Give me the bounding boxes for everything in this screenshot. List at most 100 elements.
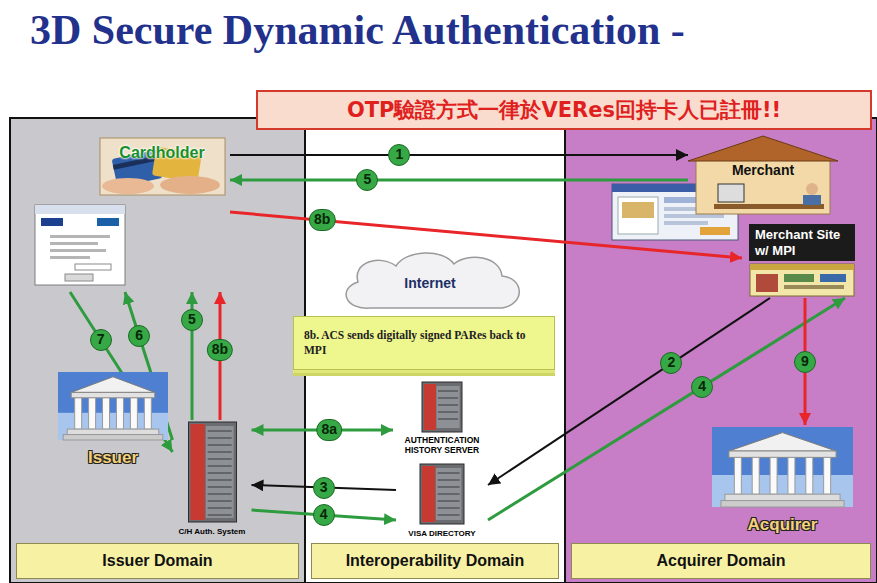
bank-label: Issuer: [88, 448, 138, 468]
site-block: [756, 274, 778, 292]
server-slot: [438, 418, 458, 420]
server-slot: [438, 479, 460, 481]
actor-label: Cardholder: [119, 144, 204, 162]
sky: [712, 475, 853, 507]
server-slot: [207, 465, 231, 467]
server-slot: [207, 514, 231, 516]
server-slot: [438, 472, 460, 474]
site-block: [784, 285, 844, 289]
domain-band: CardholderIssuer C/H Auth. SystemIssuer D…: [10, 118, 305, 583]
bank-building: Acquirer: [705, 425, 860, 537]
server-slot: [207, 437, 231, 439]
sky: [58, 372, 168, 440]
domain-label: Issuer Domain: [102, 552, 212, 570]
column: [788, 457, 795, 494]
popup-line: [50, 235, 110, 238]
popup-field: [75, 264, 111, 270]
cloud-label: Internet: [404, 275, 455, 291]
domain-label-bar: Acquirer Domain: [571, 543, 871, 579]
callout-holder: 8b: [207, 339, 233, 361]
domain-label-bar: Issuer Domain: [16, 543, 299, 579]
server-label: AUTHENTICATION HISTORY SERVER: [399, 436, 485, 456]
callout-number: 4: [313, 504, 335, 526]
sky: [712, 427, 853, 507]
server-slot: [438, 500, 460, 502]
title-holder: 3D Secure Dynamic Authentication -: [30, 6, 685, 54]
photo-frame: [100, 138, 225, 195]
server-slot: [438, 514, 460, 516]
column: [144, 398, 151, 429]
popup-button: [65, 274, 93, 281]
house-wall: [696, 159, 830, 214]
hand-shape: [160, 176, 220, 194]
note-banner: OTP驗證方式一律於VERes回持卡人已註冊!!: [256, 90, 872, 130]
column: [770, 457, 777, 494]
bank-label: Acquirer: [748, 515, 818, 535]
column: [806, 457, 813, 494]
column: [752, 457, 759, 494]
callout-number: 6: [128, 325, 150, 347]
callout-holder: 4: [691, 376, 713, 398]
callout-number: 8b: [309, 209, 335, 231]
bank-building: Issuer: [58, 372, 168, 470]
server-panel: [422, 466, 435, 522]
browser-block: [664, 214, 724, 218]
server-body: [422, 382, 462, 432]
callout-number: 1: [388, 144, 410, 166]
server-box: VISA DIRECTORY: [396, 462, 488, 540]
callout-holder: 3: [313, 477, 335, 499]
site-header: [750, 264, 854, 270]
server-slot: [438, 390, 458, 392]
browser-button: [700, 227, 730, 235]
server-slot: [438, 397, 458, 399]
auth-popup: [35, 205, 125, 285]
callout-holder: 8a: [317, 419, 343, 441]
server-body: [420, 464, 464, 524]
browser-image: [622, 202, 654, 218]
domain-label: Acquirer Domain: [657, 552, 786, 570]
server-slot: [207, 430, 231, 432]
site-block: [784, 274, 814, 282]
callout-holder: 5: [181, 309, 203, 331]
callout-number: 5: [181, 309, 203, 331]
server-slot: [207, 493, 231, 495]
person-head: [806, 183, 818, 195]
hand-shape: [102, 178, 154, 194]
callout-number: 5: [356, 169, 378, 191]
node-picture: [30, 138, 230, 292]
callout-number: 3: [313, 477, 335, 499]
server-slot: [207, 444, 231, 446]
column: [75, 398, 82, 429]
popup-logo: [97, 218, 119, 226]
server-slot: [207, 472, 231, 474]
browser-panel: [618, 197, 658, 234]
callout-number: 2: [660, 352, 682, 374]
callout-holder: 9: [794, 351, 816, 373]
flow-arrow: [230, 212, 742, 258]
cloud-shape: [346, 253, 519, 308]
monitor: [718, 184, 744, 202]
server-body: [188, 422, 236, 522]
node-picture: [396, 462, 488, 540]
server-slot: [438, 493, 460, 495]
server-box: C/H Auth. System: [173, 420, 252, 538]
site-page: [750, 264, 854, 296]
merchant-label: Merchant: [732, 162, 794, 178]
banner-text: OTP驗證方式一律於VERes回持卡人已註冊!!: [347, 96, 781, 124]
popup-logo: [41, 218, 63, 226]
callout-holder: 1: [388, 144, 410, 166]
pediment: [729, 433, 836, 451]
browser-block: [664, 221, 708, 225]
flow-arrow: [230, 179, 688, 182]
popup-window: [35, 205, 125, 285]
server-slot: [438, 507, 460, 509]
server-front: [205, 426, 233, 518]
callout-holder: 7: [90, 329, 112, 351]
callout-number: 8a: [317, 419, 343, 441]
cardholder-figure: Cardholder: [30, 138, 230, 292]
server-panel: [190, 424, 204, 520]
site-label: Merchant Site w/ MPI: [749, 224, 855, 261]
popup-line: [50, 242, 98, 245]
server-slot: [207, 479, 231, 481]
callout-number: 9: [794, 351, 816, 373]
